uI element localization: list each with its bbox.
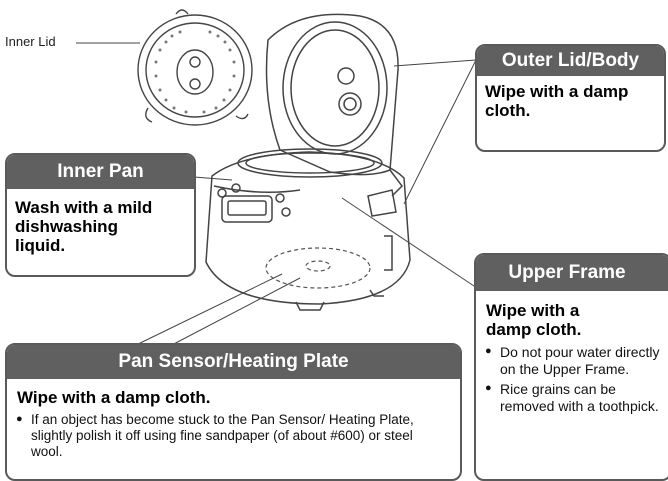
bullet-icon: ● xyxy=(485,345,492,358)
inner-pan-card: Inner Pan Wash with a mild dishwashing l… xyxy=(5,153,196,277)
inner-pan-title: Inner Pan xyxy=(7,155,194,189)
upper-frame-card: Upper Frame Wipe with a damp cloth. ● Do… xyxy=(474,253,668,481)
upper-frame-title: Upper Frame xyxy=(476,255,668,291)
upper-frame-note-text: Do not pour water directly on the Upper … xyxy=(500,344,660,377)
outer-lid-drawing xyxy=(265,13,403,197)
upper-frame-instruction: Wipe with a damp cloth. xyxy=(486,301,582,340)
inner-pan-instruction: Wash with a mild dishwashing liquid. xyxy=(15,198,153,256)
inner-lid-holes xyxy=(154,30,236,114)
leader-lines xyxy=(76,42,477,348)
bullet-icon: ● xyxy=(485,382,492,395)
pan-sensor-instruction: Wipe with a damp cloth. xyxy=(17,388,211,407)
inner-lid-drawing xyxy=(137,9,253,126)
bullet-icon: ● xyxy=(16,413,23,426)
cooker-body-drawing xyxy=(205,148,411,311)
outer-lid-title: Outer Lid/Body xyxy=(477,46,664,76)
pan-sensor-note-text: If an object has become stuck to the Pan… xyxy=(31,412,414,459)
outer-lid-instruction: Wipe with a damp cloth. xyxy=(485,82,629,121)
upper-frame-note-text: Rice grains can be removed with a toothp… xyxy=(500,381,659,414)
upper-frame-note: ● Rice grains can be removed with a toot… xyxy=(476,377,668,414)
pan-sensor-note: ● If an object has become stuck to the P… xyxy=(7,407,460,460)
pan-sensor-card: Pan Sensor/Heating Plate Wipe with a dam… xyxy=(5,343,462,481)
pan-sensor-title: Pan Sensor/Heating Plate xyxy=(7,345,460,379)
pan-sensor-dashed xyxy=(265,247,371,289)
inner-lid-label: Inner Lid xyxy=(5,34,56,49)
outer-lid-card: Outer Lid/Body Wipe with a damp cloth. xyxy=(475,44,666,152)
upper-frame-note: ● Do not pour water directly on the Uppe… xyxy=(476,339,668,377)
